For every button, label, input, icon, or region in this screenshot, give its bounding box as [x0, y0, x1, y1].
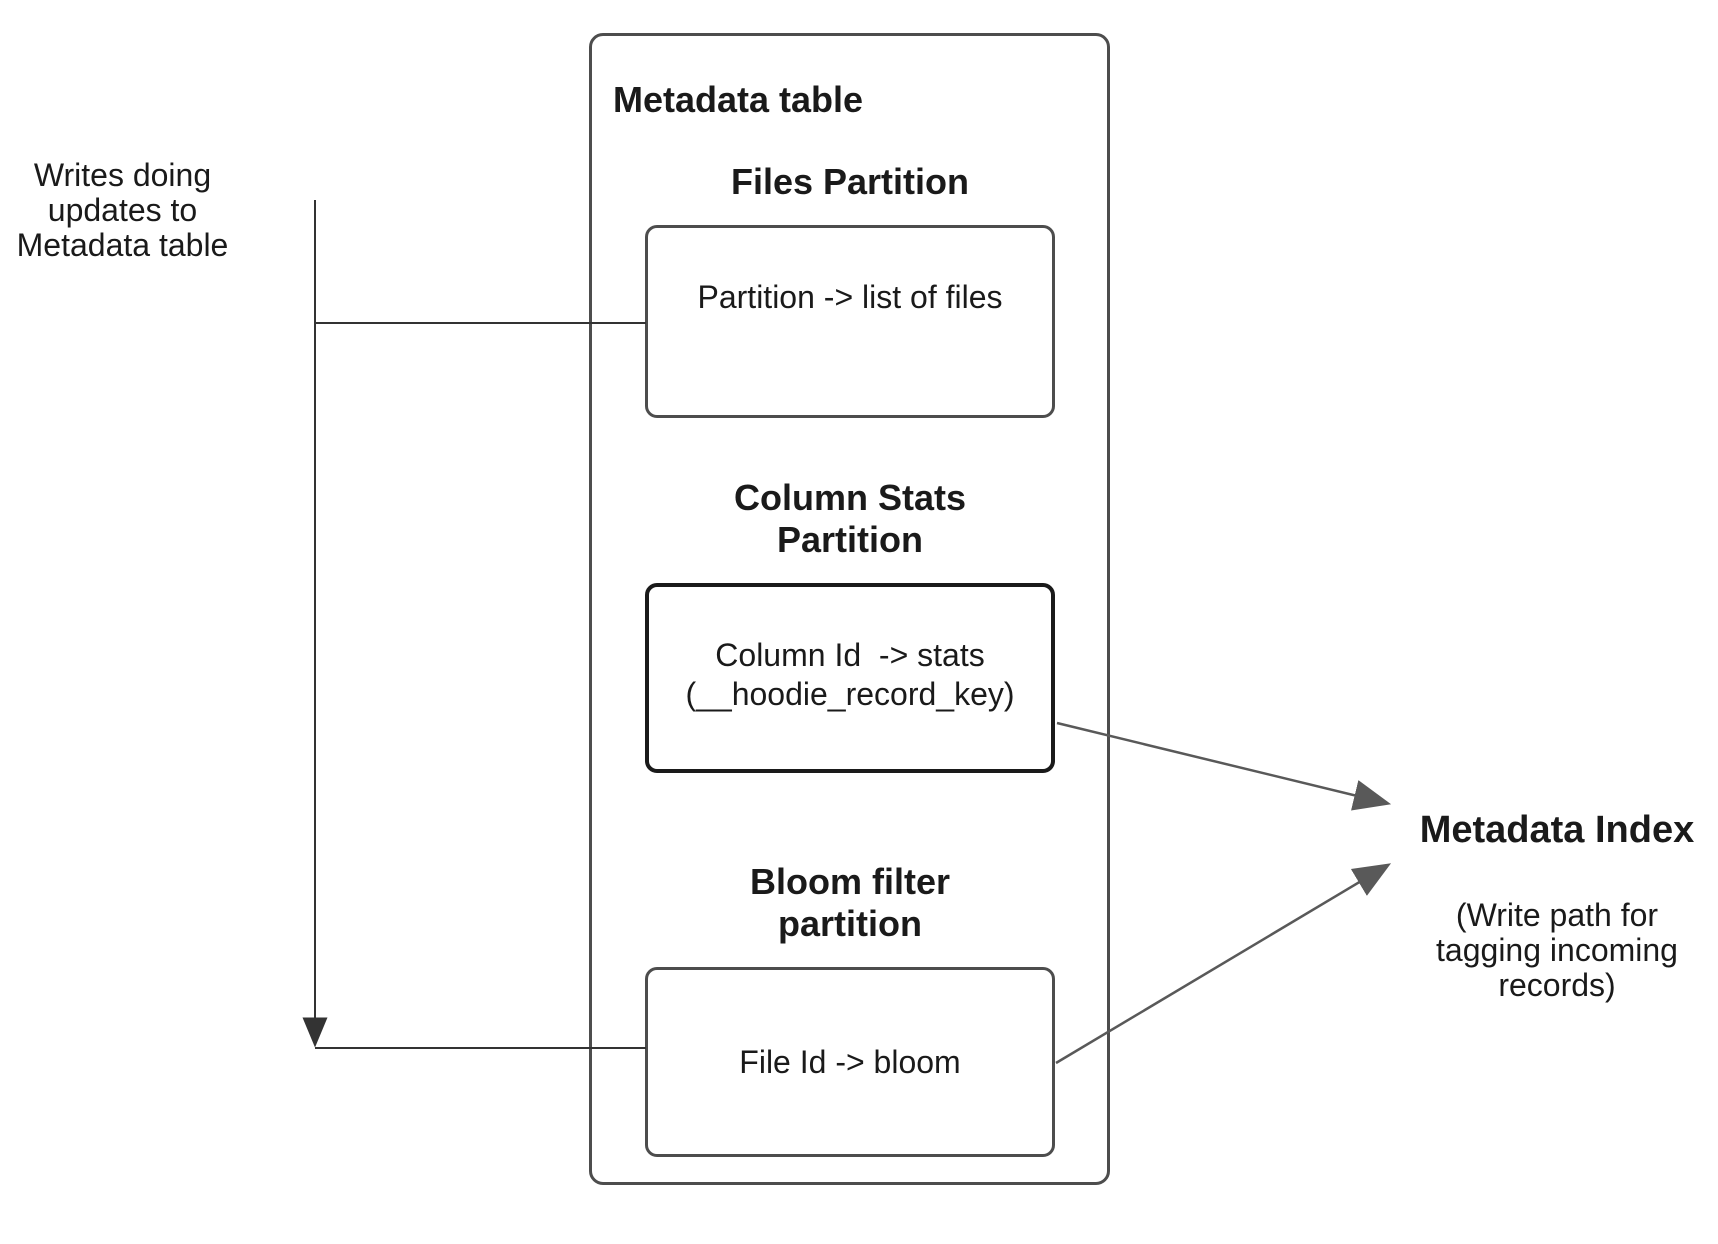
column-stats-partition-content: Column Id -> stats (__hoodie_record_key): [645, 636, 1055, 714]
bloom-filter-partition-content: File Id -> bloom: [739, 1044, 961, 1080]
column-stats-content-line2: (__hoodie_record_key): [685, 676, 1015, 712]
column-stats-to-index-arrow: [1056, 721, 1392, 811]
writes-note: Writes doing updates to Metadata table: [16, 157, 229, 263]
files-partition-box: [645, 225, 1055, 418]
metadata-index-subtitle: (Write path for tagging incoming records…: [1436, 897, 1678, 1003]
metadata-table-title: Metadata table: [613, 79, 864, 120]
bloom-filter-partition-heading: Bloom filter partition: [749, 861, 950, 944]
files-partition-content: Partition -> list of files: [697, 279, 1003, 315]
column-stats-content-line1: Column Id -> stats: [715, 637, 985, 673]
bloom-filter-partition-box: [645, 967, 1055, 1157]
bloom-to-index-arrow: [1055, 863, 1392, 1065]
metadata-index-title: Metadata Index: [1419, 809, 1695, 851]
column-stats-partition-heading: Column Stats Partition: [733, 477, 966, 560]
column-stats-partition-box: [645, 583, 1055, 773]
files-partition-heading: Files Partition: [730, 161, 970, 202]
